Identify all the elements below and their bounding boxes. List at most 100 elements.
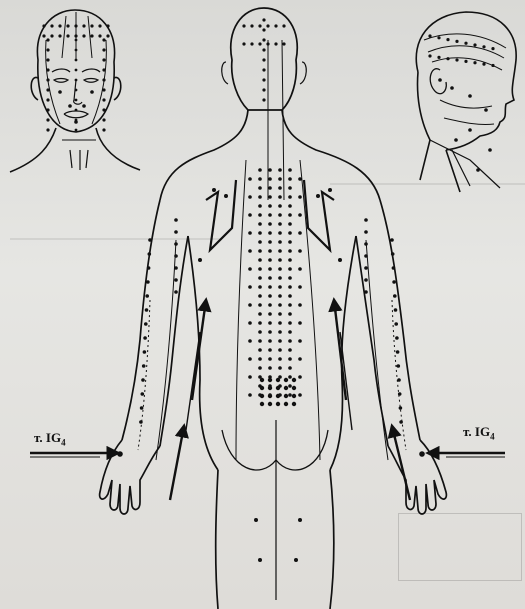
acupoint-dot <box>298 303 302 307</box>
acupoint-dot <box>298 357 302 361</box>
acupoint-dot <box>288 258 292 262</box>
acupoint-dot <box>258 285 262 289</box>
acupoint-dot <box>258 321 262 325</box>
acupoint-dot <box>248 213 252 217</box>
acupoint-dot <box>284 394 288 398</box>
acupoint-dot <box>268 330 272 334</box>
acupoint-dot <box>242 24 245 27</box>
acupoint-dot <box>419 451 425 457</box>
acupoint-dot <box>75 49 78 52</box>
acupoint-dot <box>248 303 252 307</box>
acupoint-dot <box>288 222 292 226</box>
acupoint-dot <box>50 24 53 27</box>
acupoint-dot <box>455 40 458 43</box>
acupoint-dot <box>260 378 264 382</box>
acupoint-dot <box>278 348 282 352</box>
acupoint-dot <box>438 78 442 82</box>
acupoint-dot <box>258 267 262 271</box>
acupoint-dot <box>298 231 302 235</box>
acupoint-dot <box>298 339 302 343</box>
acupoint-dot <box>399 406 403 410</box>
acupoint-dot <box>394 322 398 326</box>
acupoint-dot <box>473 61 476 64</box>
acupoint-dot <box>428 54 431 57</box>
acupoint-dot <box>75 129 78 132</box>
acupoint-dot <box>491 64 494 67</box>
acupoint-dot <box>66 24 69 27</box>
acupoint-dot <box>75 69 78 72</box>
acupoint-dot <box>276 394 280 398</box>
acupoint-dot <box>446 57 449 60</box>
acupoint-dot <box>262 18 265 21</box>
acupoint-dot <box>473 43 476 46</box>
acupoint-dot <box>278 249 282 253</box>
acupoint-dot <box>248 231 252 235</box>
acupoint-dot <box>266 42 269 45</box>
acupoint-dot <box>262 38 265 41</box>
acupoint-dot <box>42 24 45 27</box>
acupoint-dot <box>268 168 272 172</box>
acupoint-dot <box>106 34 109 37</box>
acupoint-dot <box>248 339 252 343</box>
acupoint-dot <box>258 222 262 226</box>
acupoint-dot <box>250 24 253 27</box>
acupoint-dot <box>288 231 292 235</box>
acupoint-dot <box>268 339 272 343</box>
acupoint-dot <box>46 48 49 51</box>
acupoint-dot <box>58 24 61 27</box>
acupoint-dot <box>268 258 272 262</box>
acupoint-dot <box>288 186 292 190</box>
acupoint-dot <box>328 188 332 192</box>
acupoint-dot <box>268 303 272 307</box>
acupoint-dot <box>266 24 269 27</box>
acupoint-dot <box>212 188 216 192</box>
profile-head <box>416 12 516 192</box>
acupoint-dot <box>394 308 398 312</box>
acupoint-dot <box>75 89 78 92</box>
acupoint-dot <box>258 330 262 334</box>
acupoint-dot <box>262 78 265 81</box>
acupoint-dot <box>147 266 151 270</box>
acupoint-dot <box>58 34 61 37</box>
acupoint-dot <box>258 366 262 370</box>
acupoint-dot <box>278 231 282 235</box>
acupoint-dot <box>258 24 261 27</box>
acupoint-dot <box>288 348 292 352</box>
acupoint-dot <box>82 24 85 27</box>
acupoint-dot <box>248 267 252 271</box>
acupoint-dot <box>288 321 292 325</box>
acupoint-dot <box>258 558 262 562</box>
acupoint-dot <box>278 321 282 325</box>
acupoint-dot <box>278 258 282 262</box>
acupoint-dot <box>298 375 302 379</box>
acupoint-dot <box>145 294 149 298</box>
acupoint-dot <box>68 104 72 108</box>
acupoint-dot <box>258 258 262 262</box>
acupoint-dot <box>364 266 368 270</box>
acupoint-dot <box>278 330 282 334</box>
acupoint-dot <box>288 240 292 244</box>
acupoint-dot <box>75 109 78 112</box>
acupoint-dot <box>268 378 272 382</box>
acupoint-dot <box>338 258 342 262</box>
acupoint-dot <box>268 222 272 226</box>
acupoint-dot <box>139 420 143 424</box>
back-meridian-lines <box>138 40 406 460</box>
acupoint-dot <box>262 88 265 91</box>
acupoint-dot <box>75 39 78 42</box>
acupoint-dot <box>278 186 282 190</box>
acupoint-dot <box>146 280 150 284</box>
acupoint-dot <box>278 339 282 343</box>
acupoint-dot <box>288 339 292 343</box>
acupoint-dot <box>468 128 472 132</box>
acupoint-dot <box>46 78 49 81</box>
acupoint-dot <box>268 204 272 208</box>
acupoint-dot <box>90 34 93 37</box>
acupoint-dot <box>148 238 152 242</box>
acupoint-dot <box>90 90 94 94</box>
acupoint-dot <box>174 242 178 246</box>
acupoint-dot <box>268 267 272 271</box>
point-label-right: т. IG4 <box>463 424 495 442</box>
acupoint-dot <box>258 312 262 316</box>
acupoint-dot <box>364 230 368 234</box>
